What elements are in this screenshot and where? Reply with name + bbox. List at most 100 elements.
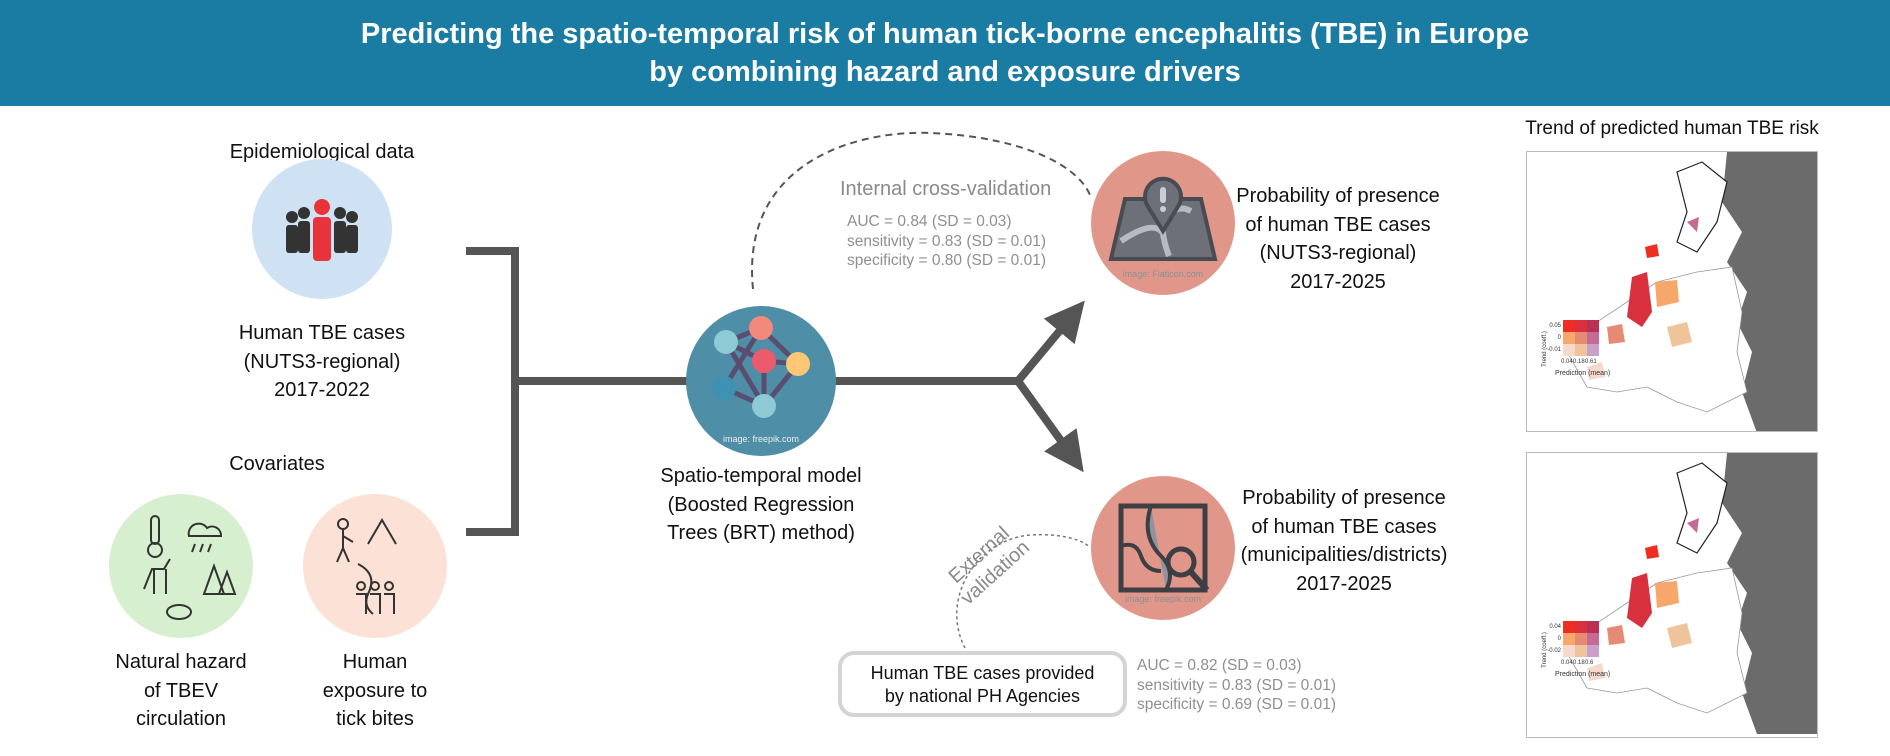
hiker-people-icon <box>336 518 397 615</box>
risk-region <box>1655 280 1679 307</box>
internal-validation-arc <box>751 131 1091 290</box>
stat-specificity: specificity = 0.80 (SD = 0.01) <box>847 252 1047 269</box>
europe-map <box>1566 152 1817 431</box>
epi-line: Human TBE cases <box>238 322 406 344</box>
risk-region <box>1587 663 1605 681</box>
epi-circle <box>252 159 392 299</box>
legend-cell <box>1563 621 1575 633</box>
stat-specificity: specificity = 0.69 (SD = 0.01) <box>1137 696 1337 713</box>
exposure-line: tick bites <box>336 708 414 730</box>
epi-line: (NUTS3-regional) <box>243 350 401 373</box>
title-line-2: by combining hazard and exposure drivers <box>649 56 1241 88</box>
legend-cell <box>1587 633 1599 645</box>
legend-cell <box>1575 344 1587 356</box>
input-bracket <box>466 247 519 536</box>
legend-xtick: 0.61 <box>1585 359 1597 365</box>
title-line-1: Predicting the spatio-temporal risk of h… <box>360 18 1530 50</box>
hazard-circle <box>109 494 253 638</box>
internal-validation-stats: AUC = 0.84 (SD = 0.03) sensitivity = 0.8… <box>847 212 1046 271</box>
model-line: (Boosted Regression <box>667 493 855 516</box>
exposure-circle <box>303 494 447 638</box>
high-risk-region <box>1627 573 1652 628</box>
exposure-label: Human exposure to tick bites <box>323 648 428 734</box>
arrow-to-output1 <box>1014 300 1085 384</box>
stat-sensitivity: sensitivity = 0.83 (SD = 0.01) <box>1137 676 1337 694</box>
risk-region <box>1687 217 1699 232</box>
exposure-line: Human <box>342 651 408 673</box>
nature-hazard-icon <box>143 515 237 620</box>
eastern-europe-region <box>1722 152 1817 431</box>
legend-cell <box>1563 645 1575 657</box>
legend-cell <box>1563 320 1575 332</box>
risk-region <box>1607 324 1625 344</box>
legend-ytick: -0.02 <box>1547 648 1561 654</box>
model-image-credit: image: freepik.com <box>722 434 800 444</box>
map-alert-icon <box>1108 176 1218 261</box>
risk-region <box>1667 623 1692 648</box>
stat-sensitivity: sensitivity = 0.83 (SD = 0.01) <box>847 232 1047 250</box>
trend-title: Trend of predicted human TBE risk <box>1525 118 1819 139</box>
legend-cell <box>1563 344 1575 356</box>
exposure-line: exposure to <box>322 679 428 702</box>
output1-image-credit: image: Flaticon.com <box>1122 269 1204 279</box>
output2-image-credit: image: freepik.com <box>1124 594 1202 604</box>
output2-line: (municipalities/districts) <box>1240 544 1448 566</box>
legend-ytick: 0.04 <box>1549 624 1561 630</box>
scandinavia-outline <box>1676 462 1728 554</box>
output1-line: (NUTS3-regional) <box>1259 242 1417 264</box>
output2-label: Probability of presence of human TBE cas… <box>1241 484 1448 598</box>
model-circle: image: freepik.com <box>686 306 836 456</box>
high-risk-region <box>1627 272 1652 327</box>
covariates-heading: Covariates <box>229 453 325 475</box>
legend-cell <box>1563 332 1575 344</box>
stat-auc: AUC = 0.82 (SD = 0.03) <box>1137 657 1302 674</box>
output1-circle: image: Flaticon.com <box>1091 151 1235 295</box>
risk-region <box>1667 322 1692 347</box>
risk-region <box>1687 518 1699 533</box>
hazard-line: Natural hazard <box>115 651 247 673</box>
output2-line: 2017-2025 <box>1296 572 1392 595</box>
legend-ytick: 0.05 <box>1549 323 1561 329</box>
output1-label: Probability of presence of human TBE cas… <box>1236 182 1439 296</box>
legend-xlabel: Prediction (mean) <box>1555 370 1611 377</box>
risk-region <box>1607 625 1625 645</box>
output1-line: 2017-2025 <box>1290 270 1386 293</box>
epi-heading: Epidemiological data <box>229 141 415 163</box>
box-line: by national PH Agencies <box>884 686 1081 706</box>
epi-line: 2017-2022 <box>274 379 370 401</box>
legend-cell <box>1563 633 1575 645</box>
legend-xlabel: Prediction (mean) <box>1555 671 1611 678</box>
legend-xtick: 0.6 <box>1585 660 1594 666</box>
legend-cell <box>1587 320 1599 332</box>
risk-region <box>1645 244 1659 258</box>
legend-cell <box>1575 332 1587 344</box>
arrow-to-output2 <box>1014 378 1084 473</box>
scandinavia-outline <box>1676 161 1728 253</box>
model-label: Spatio-temporal model (Boosted Regressio… <box>660 462 861 548</box>
box-line: Human TBE cases provided <box>870 663 1095 683</box>
legend-xtick: 0.18 <box>1573 660 1585 666</box>
neural-network-icon <box>712 316 810 418</box>
legend-cell <box>1575 320 1587 332</box>
people-group-icon <box>286 199 358 261</box>
model-line: Spatio-temporal model <box>660 465 862 487</box>
legend-ytick: -0.01 <box>1547 347 1561 353</box>
legend-ytick: 0 <box>1557 335 1561 341</box>
output1-line: of human TBE cases <box>1245 213 1431 236</box>
internal-validation-title: Internal cross-validation <box>840 178 1052 200</box>
model-line: Trees (BRT) method) <box>667 522 855 544</box>
risk-region <box>1655 581 1679 608</box>
title-banner: Predicting the spatio-temporal risk of h… <box>0 0 1890 106</box>
output2-line: Probability of presence <box>1242 487 1446 509</box>
legend-xtick: 0.04 <box>1561 660 1573 666</box>
legend-cell <box>1587 621 1599 633</box>
national-agencies-box: Human TBE cases provided by national PH … <box>838 651 1127 717</box>
external-validation-stats: AUC = 0.82 (SD = 0.03) sensitivity = 0.8… <box>1137 656 1336 715</box>
map-magnifier-icon <box>1118 503 1210 593</box>
external-validation-arc <box>956 533 1091 649</box>
hazard-label: Natural hazard of TBEV circulation <box>115 648 246 734</box>
